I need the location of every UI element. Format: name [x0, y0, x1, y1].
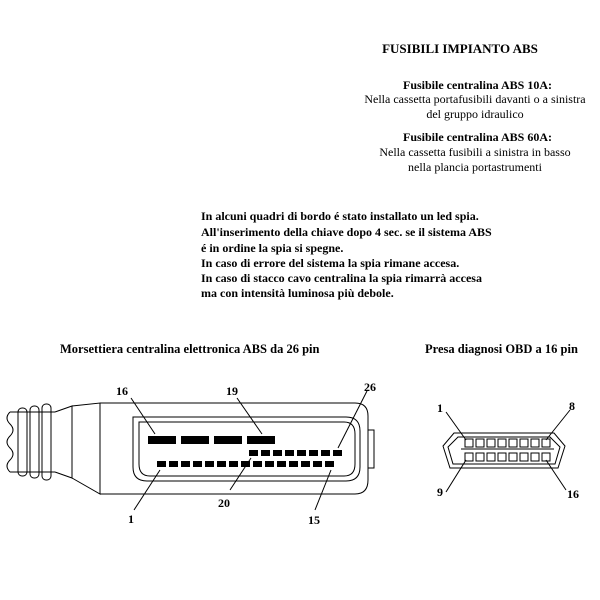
abs-pin-large	[247, 436, 275, 444]
obd-connector-caption: Presa diagnosi OBD a 16 pin	[425, 342, 578, 356]
fuse-60a-text-line: nella plancia portastrumenti	[408, 160, 542, 174]
abs-connector-caption: Morsettiera centralina elettronica ABS d…	[60, 342, 320, 356]
fuse-60a-text-line: Nella cassetta fusibili a sinistra in ba…	[379, 145, 571, 159]
fuse-10a-text-line: del gruppo idraulico	[426, 107, 524, 121]
warning-led-note-line: é in ordine la spia si spegne.	[201, 241, 344, 255]
abs-pin-label-20: 20	[218, 496, 230, 510]
abs-pin-label-19: 19	[226, 384, 238, 398]
warning-led-note-line: ma con intensità luminosa più debole.	[201, 286, 394, 300]
abs-pin-large	[148, 436, 176, 444]
abs-leader-lines	[130, 390, 368, 511]
abs-pin-row-bottom	[157, 461, 334, 467]
abs-pin-small	[285, 450, 294, 456]
abs-pin-small	[297, 450, 306, 456]
fuse-60a-heading: Fusibile centralina ABS 60A:	[402, 130, 552, 144]
abs-pin-label-1: 1	[128, 512, 134, 526]
warning-led-note-line: All'inserimento della chiave dopo 4 sec.…	[201, 225, 492, 239]
obd-pin-label-8: 8	[569, 399, 575, 413]
fuse-10a-text-line: Nella cassetta portafusibili davanti o a…	[364, 92, 586, 106]
fuse-10a-heading: Fusibile centralina ABS 10A:	[402, 78, 552, 92]
abs-pin-small	[321, 450, 330, 456]
abs-pin-label-15: 15	[308, 513, 320, 527]
obd-leader-lines	[445, 409, 571, 493]
obd-16-pin-connector	[442, 432, 566, 469]
warning-led-note-line: In caso di errore del sistema la spia ri…	[201, 256, 460, 270]
obd-pin-row-bottom	[464, 452, 551, 462]
abs-pins	[148, 436, 342, 467]
abs-26-pin-connector	[6, 402, 375, 495]
obd-pin-label-1: 1	[437, 401, 443, 415]
cable-break-line	[6, 411, 14, 473]
abs-pin-small	[249, 450, 258, 456]
obd-inner-shell	[447, 436, 561, 465]
abs-pin-large	[181, 436, 209, 444]
warning-led-note-line: In caso di stacco cavo centralina la spi…	[201, 271, 482, 285]
obd-pin-label-9: 9	[437, 485, 443, 499]
abs-pin-small	[261, 450, 270, 456]
obd-outer-shell	[442, 432, 566, 469]
abs-pin-label-16: 16	[116, 384, 128, 398]
abs-pin-label-26: 26	[364, 380, 376, 394]
obd-pin-label-16: 16	[567, 487, 579, 501]
page-title: FUSIBILI IMPIANTO ABS	[382, 41, 538, 56]
abs-pin-small	[309, 450, 318, 456]
abs-pin-small	[273, 450, 282, 456]
abs-pin-small	[333, 450, 342, 456]
obd-pin-row-top	[464, 438, 551, 448]
warning-led-note-line: In alcuni quadri di bordo é stato instal…	[201, 209, 479, 223]
abs-pin-large	[214, 436, 242, 444]
